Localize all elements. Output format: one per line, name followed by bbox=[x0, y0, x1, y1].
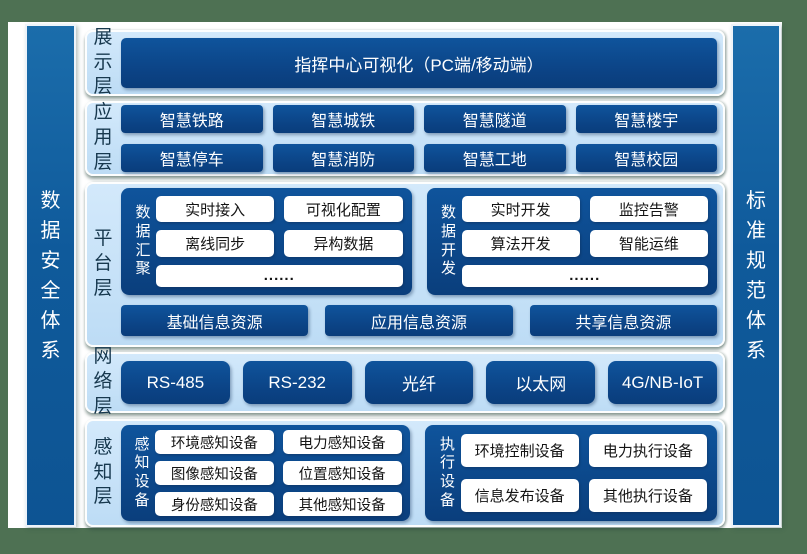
aggregation-box: 异构数据 bbox=[284, 230, 403, 257]
application-layer-label: 应用层 bbox=[87, 102, 119, 174]
network-layer-panel: 网络层 RS-485 RS-232 光纤 以太网 4G/NB-IoT bbox=[85, 346, 725, 417]
display-layer-panel: 展示层 指挥中心可视化（PC端/移动端） bbox=[85, 27, 725, 97]
perception-layer-label-text: 感知层 bbox=[93, 436, 113, 508]
platform-layer-content: 数据汇聚 实时接入 可视化配置 离线同步 异构数据 ...... 数据开发 bbox=[119, 184, 723, 345]
sensing-devices-panel: 感知设备 环境感知设备 电力感知设备 图像感知设备 位置感知设备 身份感知设备 … bbox=[121, 425, 410, 521]
sensing-devices-title: 感知设备 bbox=[129, 430, 155, 516]
application-box: 智慧消防 bbox=[272, 144, 414, 172]
aggregation-box: 可视化配置 bbox=[284, 196, 403, 223]
application-box: 智慧工地 bbox=[424, 144, 566, 172]
sensing-device-box: 图像感知设备 bbox=[155, 461, 274, 485]
application-layer-content: 智慧铁路 智慧城铁 智慧隧道 智慧楼宇 智慧停车 智慧消防 智慧工地 智慧校园 bbox=[119, 103, 723, 174]
application-box: 智慧城铁 bbox=[272, 105, 414, 133]
network-layer-content: RS-485 RS-232 光纤 以太网 4G/NB-IoT bbox=[119, 354, 723, 411]
data-aggregation-panel: 数据汇聚 实时接入 可视化配置 离线同步 异构数据 ...... bbox=[121, 188, 412, 295]
sensing-devices-title-text: 感知设备 bbox=[134, 435, 150, 509]
perception-layer-panel: 感知层 感知设备 环境感知设备 电力感知设备 图像感知设备 位置感知设备 身份感… bbox=[85, 419, 725, 527]
standards-sidebar-label: 标准规范体系 bbox=[746, 189, 766, 362]
execution-device-box: 环境控制设备 bbox=[460, 434, 579, 467]
application-box: 智慧楼宇 bbox=[575, 105, 717, 133]
aggregation-more-box: ...... bbox=[156, 264, 403, 287]
resource-row: 基础信息资源 应用信息资源 共享信息资源 bbox=[121, 305, 717, 336]
sensing-device-box: 其他感知设备 bbox=[282, 492, 402, 516]
sensing-devices-grid: 环境感知设备 电力感知设备 图像感知设备 位置感知设备 身份感知设备 其他感知设… bbox=[155, 430, 402, 516]
display-layer-label: 展示层 bbox=[87, 27, 119, 97]
platform-layer-label-text: 平台层 bbox=[93, 228, 113, 299]
network-layer-label-text: 网络层 bbox=[93, 346, 113, 417]
application-layer-panel: 应用层 智慧铁路 智慧城铁 智慧隧道 智慧楼宇 智慧停车 智慧消防 智慧工地 智… bbox=[85, 101, 725, 176]
standards-sidebar: 标准规范体系 bbox=[731, 24, 781, 527]
execution-device-box: 信息发布设备 bbox=[460, 479, 579, 512]
data-aggregation-grid: 实时接入 可视化配置 离线同步 异构数据 ...... bbox=[156, 196, 403, 287]
resource-box: 基础信息资源 bbox=[121, 305, 309, 336]
data-security-sidebar-label: 数据安全体系 bbox=[40, 189, 61, 362]
resource-box: 共享信息资源 bbox=[529, 305, 717, 336]
application-box: 智慧隧道 bbox=[424, 105, 566, 133]
execution-devices-title: 执行设备 bbox=[435, 434, 461, 512]
development-box: 实时开发 bbox=[461, 196, 580, 223]
development-more-box: ...... bbox=[461, 264, 708, 287]
data-development-title-text: 数据开发 bbox=[440, 204, 456, 278]
application-box: 智慧铁路 bbox=[121, 105, 263, 133]
display-layer-content: 指挥中心可视化（PC端/移动端） bbox=[119, 32, 723, 94]
data-development-title: 数据开发 bbox=[436, 196, 462, 287]
sensing-device-box: 位置感知设备 bbox=[282, 461, 402, 485]
diagram-background: 数据安全体系 标准规范体系 展示层 指挥中心可视化（PC端/移动端） 应用层 智… bbox=[8, 22, 782, 528]
platform-layer-panel: 平台层 数据汇聚 实时接入 可视化配置 离线同步 异构数据 ...... bbox=[85, 182, 725, 347]
data-development-panel: 数据开发 实时开发 监控告警 算法开发 智能运维 ...... bbox=[426, 188, 717, 295]
execution-devices-title-text: 执行设备 bbox=[439, 435, 455, 509]
data-aggregation-title: 数据汇聚 bbox=[130, 196, 156, 287]
command-center-visualization-box: 指挥中心可视化（PC端/移动端） bbox=[121, 38, 717, 88]
network-box: 光纤 bbox=[364, 361, 474, 404]
network-box: 4G/NB-IoT bbox=[608, 361, 717, 404]
perception-layer-content: 感知设备 环境感知设备 电力感知设备 图像感知设备 位置感知设备 身份感知设备 … bbox=[119, 421, 723, 525]
perception-layer-label: 感知层 bbox=[87, 421, 119, 525]
sensing-device-box: 环境感知设备 bbox=[155, 430, 274, 454]
sensing-device-box: 身份感知设备 bbox=[155, 492, 274, 516]
network-box: RS-232 bbox=[242, 361, 352, 404]
sensing-device-box: 电力感知设备 bbox=[282, 430, 402, 454]
execution-device-box: 其他执行设备 bbox=[588, 479, 707, 512]
data-development-grid: 实时开发 监控告警 算法开发 智能运维 ...... bbox=[461, 196, 708, 287]
execution-device-box: 电力执行设备 bbox=[588, 434, 707, 467]
network-box: 以太网 bbox=[486, 361, 596, 404]
platform-subpanel-row: 数据汇聚 实时接入 可视化配置 离线同步 异构数据 ...... 数据开发 bbox=[121, 188, 717, 295]
aggregation-box: 实时接入 bbox=[156, 196, 275, 223]
display-layer-label-text: 展示层 bbox=[93, 26, 113, 98]
execution-devices-grid: 环境控制设备 电力执行设备 信息发布设备 其他执行设备 bbox=[460, 434, 707, 512]
platform-layer-label: 平台层 bbox=[87, 184, 119, 345]
application-layer-label-text: 应用层 bbox=[93, 102, 113, 173]
network-box: RS-485 bbox=[121, 361, 230, 404]
data-aggregation-title-text: 数据汇聚 bbox=[135, 204, 151, 278]
application-box: 智慧校园 bbox=[575, 144, 717, 172]
development-box: 智能运维 bbox=[589, 230, 708, 257]
aggregation-box: 离线同步 bbox=[156, 230, 275, 257]
application-box: 智慧停车 bbox=[121, 144, 263, 172]
resource-box: 应用信息资源 bbox=[325, 305, 513, 336]
data-security-sidebar: 数据安全体系 bbox=[25, 24, 76, 527]
development-box: 监控告警 bbox=[589, 196, 708, 223]
development-box: 算法开发 bbox=[461, 230, 580, 257]
network-layer-label: 网络层 bbox=[87, 346, 119, 416]
execution-devices-panel: 执行设备 环境控制设备 电力执行设备 信息发布设备 其他执行设备 bbox=[424, 425, 717, 521]
